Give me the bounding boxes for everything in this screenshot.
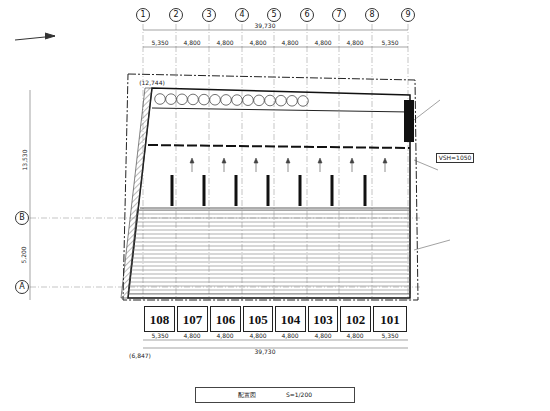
grid-bubble: 9: [401, 8, 415, 22]
parking-stall: 107: [177, 306, 208, 332]
node-text: 107: [183, 313, 203, 326]
parking-stall: 105: [243, 306, 273, 332]
node-text: 103: [313, 313, 333, 326]
node-text: 1: [140, 11, 145, 19]
direction-arrow: [190, 158, 387, 172]
node-text: 108: [150, 313, 170, 326]
parking-stall: 104: [275, 306, 306, 332]
dimension-text: 4,800: [215, 40, 234, 46]
dimension-text: 4,800: [345, 40, 364, 46]
grid-bubble: 5: [267, 8, 281, 22]
node-text: 105: [248, 313, 268, 326]
hedge-edge: [152, 108, 410, 112]
title-box: 配置図 S=1/200: [195, 387, 355, 403]
node-text: 9: [405, 11, 410, 19]
node-text: 102: [346, 313, 366, 326]
dimension-text: 4,800: [313, 333, 332, 339]
grid-bubble: 3: [202, 8, 216, 22]
grid-bubble: 8: [365, 8, 379, 22]
grid-bubble: 4: [235, 8, 249, 22]
wheel-stop: [172, 175, 365, 206]
node-text: 104: [281, 313, 301, 326]
dimension-text: 39,730: [254, 23, 277, 29]
curb: [140, 208, 410, 209]
north-arrow: [15, 33, 55, 40]
dimension-text: 4,800: [280, 40, 299, 46]
dimension-text: 4,800: [215, 333, 234, 339]
lot-outline: [128, 88, 410, 298]
note: VSH=1050: [436, 153, 475, 163]
grid-bubble: 1: [136, 8, 150, 22]
dimension-text: 5,350: [150, 333, 169, 339]
dimension-text: 4,800: [280, 333, 299, 339]
dimension-text: (6,847): [128, 353, 152, 359]
dimension-text: 13,530: [21, 149, 27, 172]
dimension-text: 5,200: [21, 245, 27, 264]
dimension-text: 4,800: [248, 40, 267, 46]
fence: [148, 145, 410, 148]
site-boundary: [123, 74, 418, 300]
node-text: 配置図: [238, 392, 256, 398]
dimension-text: 4,800: [345, 333, 364, 339]
node-text: 106: [216, 313, 236, 326]
parking-stall: 106: [210, 306, 241, 332]
node-text: S=1/200: [286, 392, 312, 398]
grid-bubble: 7: [332, 8, 346, 22]
node-text: A: [19, 283, 24, 291]
node-text: 7: [336, 11, 341, 19]
parking-stall: 103: [308, 306, 338, 332]
dimension-text: 5,350: [380, 40, 399, 46]
grid-bubble: A: [15, 280, 29, 294]
grid-bubble: B: [15, 211, 29, 225]
dimension-text: (12,744): [138, 80, 166, 86]
dimension-text: 5,350: [150, 40, 169, 46]
dimension-text: 4,800: [313, 40, 332, 46]
node-text: 6: [304, 11, 309, 19]
node-text: 101: [380, 313, 400, 326]
parking-stall: 101: [373, 306, 407, 332]
dimension-text: 4,800: [182, 40, 201, 46]
node-text: 5: [271, 11, 276, 19]
node-text: 3: [206, 11, 211, 19]
leader-line: [414, 100, 450, 250]
node-text: B: [19, 214, 25, 222]
node-text: 8: [369, 11, 374, 19]
hedge: [155, 94, 309, 107]
parking-stall: 108: [144, 306, 175, 332]
dimension-text: 4,800: [182, 333, 201, 339]
paved-area: [128, 210, 410, 294]
grid-bubble: 2: [169, 8, 183, 22]
node-text: 2: [173, 11, 178, 19]
dimension-text: 4,800: [248, 333, 267, 339]
gate-pillar: [404, 100, 414, 142]
grid-line: [30, 24, 420, 300]
grid-bubble: 6: [300, 8, 314, 22]
dimension-text: 39,730: [254, 349, 277, 355]
node-text: 4: [239, 11, 244, 19]
dimension-text: 5,350: [380, 333, 399, 339]
parking-stall: 102: [340, 306, 371, 332]
